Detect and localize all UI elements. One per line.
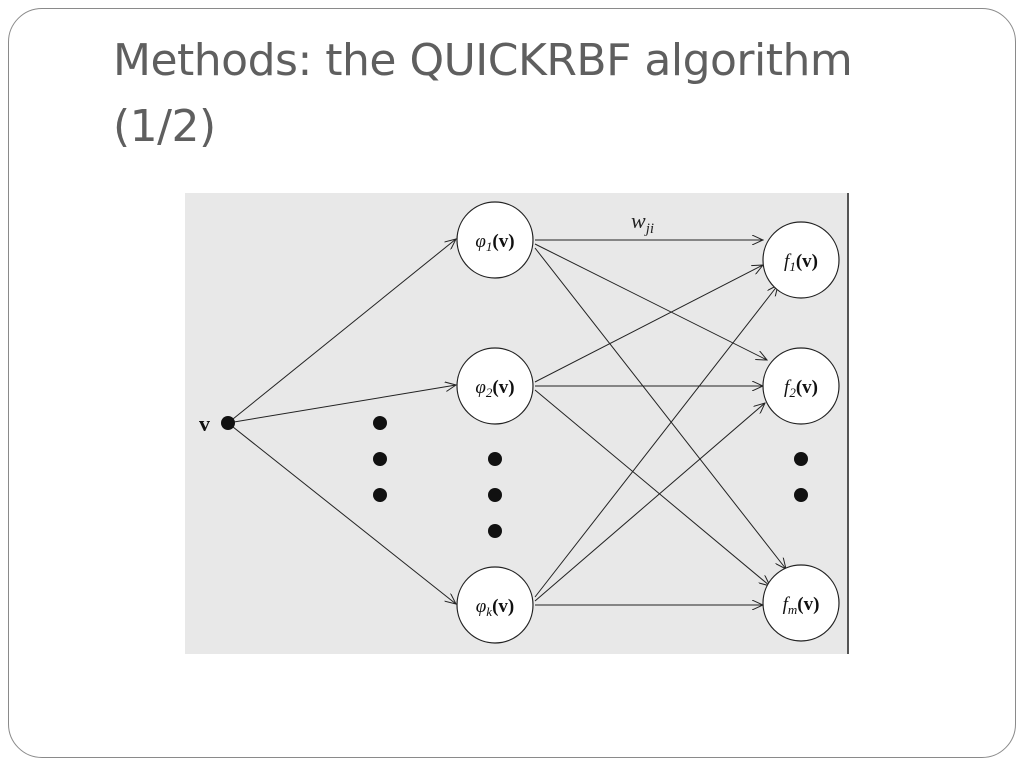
weight-label: wji	[631, 208, 654, 237]
svg-text:f1(v): f1(v)	[784, 251, 818, 274]
slide-title: Methods: the QUICKRBF algorithm (1/2)	[113, 28, 933, 160]
ellipsis-dot	[488, 452, 502, 466]
hidden-node-phik: φk(v)	[456, 566, 534, 644]
ellipsis-dot	[373, 488, 387, 502]
rbf-network-diagram: v φ1(v) φ2(v) φk(	[185, 193, 849, 654]
output-node-fm: fm(v)	[762, 564, 840, 642]
input-node	[221, 416, 235, 430]
edge-phik-to-f2	[534, 403, 765, 602]
ellipsis-dot	[488, 488, 502, 502]
output-node-f2: f2(v)	[762, 347, 840, 425]
input-label: v	[199, 411, 210, 436]
edge-phi2-to-fm	[534, 389, 770, 586]
svg-text:φk(v): φk(v)	[476, 596, 514, 619]
hidden-node-phi1: φ1(v)	[456, 201, 534, 279]
ellipsis-dot	[488, 524, 502, 538]
network-svg: v φ1(v) φ2(v) φk(	[199, 201, 840, 644]
ellipsis-dot	[794, 488, 808, 502]
hidden-output-edges	[534, 240, 786, 605]
hidden-node-phi2: φ2(v)	[456, 347, 534, 425]
output-node-f1: f1(v)	[762, 221, 840, 299]
svg-text:φ2(v): φ2(v)	[475, 377, 514, 400]
edge-phi2-to-f1	[534, 265, 763, 383]
svg-text:φ1(v): φ1(v)	[475, 231, 514, 254]
edge-phi1-to-f2	[534, 243, 767, 360]
svg-text:fm(v): fm(v)	[783, 594, 820, 617]
svg-text:f2(v): f2(v)	[784, 377, 818, 400]
ellipsis-dot	[373, 452, 387, 466]
edge-phik-to-f1	[534, 285, 778, 598]
edge-input-to-phik	[227, 422, 456, 604]
edge-input-to-phi2	[227, 385, 456, 424]
title-line-1: Methods: the QUICKRBF algorithm	[113, 35, 853, 86]
title-line-2: (1/2)	[113, 101, 216, 152]
input-edges	[227, 239, 456, 604]
edge-input-to-phi1	[227, 239, 456, 424]
edge-phi1-to-fm	[534, 247, 786, 569]
ellipsis-dot	[794, 452, 808, 466]
ellipsis-dots	[373, 416, 808, 538]
ellipsis-dot	[373, 416, 387, 430]
